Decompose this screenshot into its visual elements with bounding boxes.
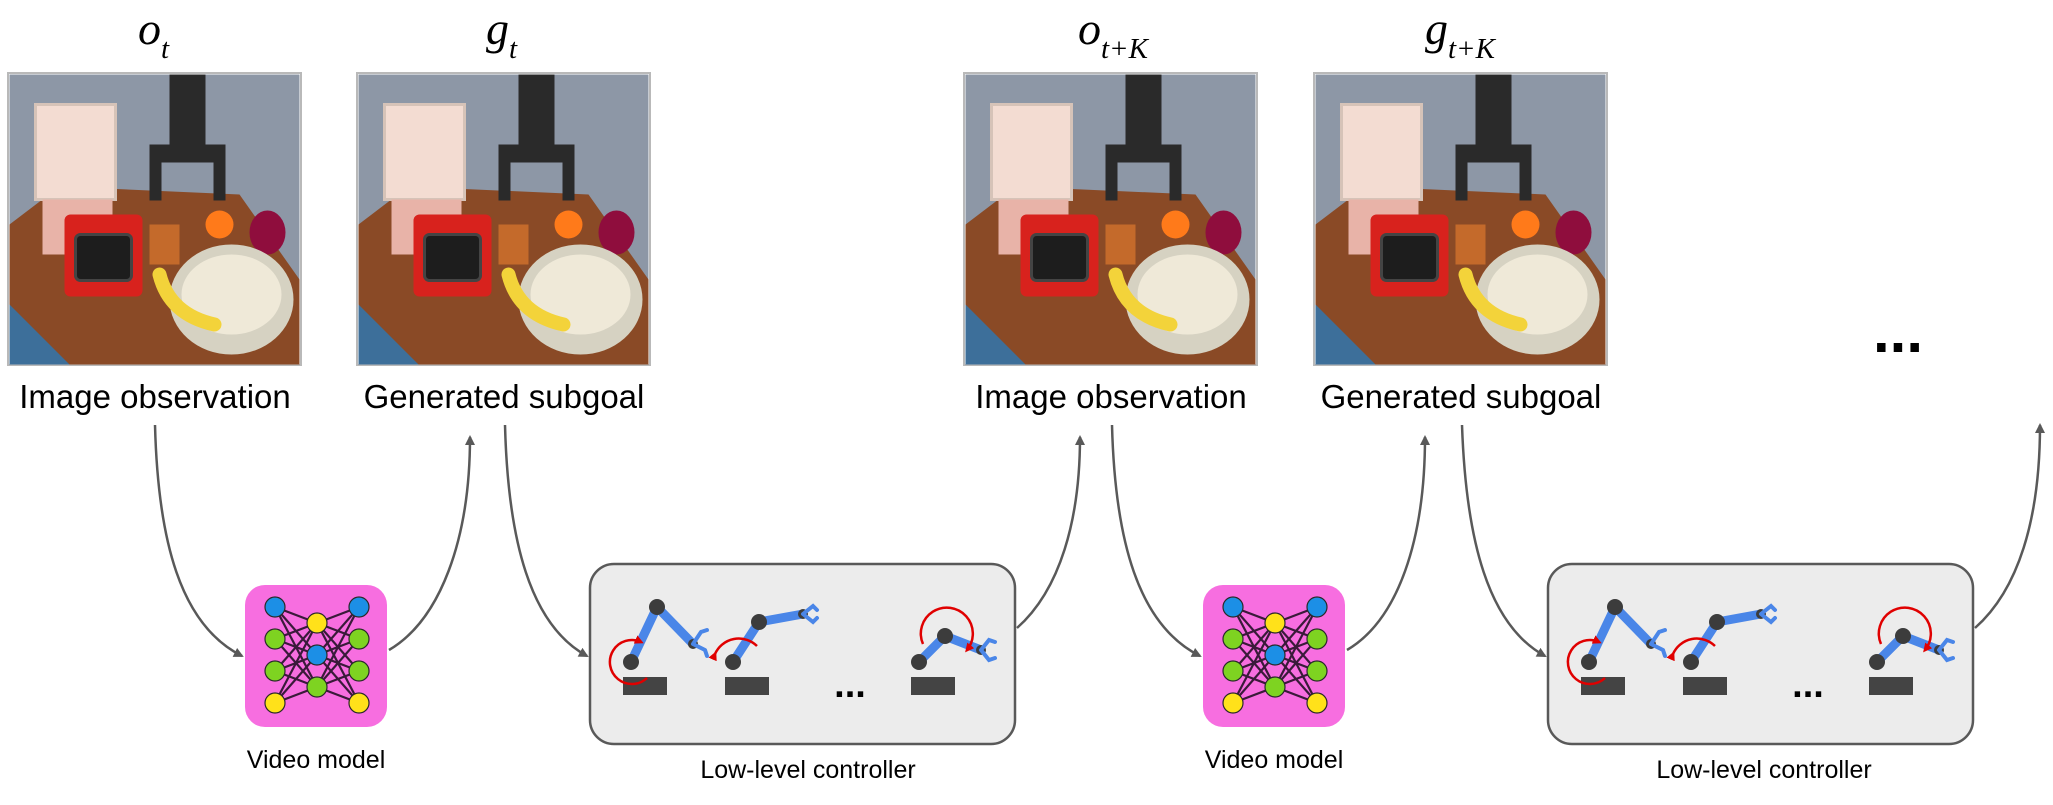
caption-frame-4: Generated subgoal xyxy=(1321,378,1602,415)
low-level-controller-label: Low-level controller xyxy=(1656,756,1871,784)
network-edge xyxy=(316,606,360,656)
symbol-frame-1: ot xyxy=(138,3,170,65)
neuron-node xyxy=(1222,692,1244,714)
neuron-node xyxy=(1222,628,1244,650)
neuron-node xyxy=(264,596,286,618)
flow-arrow xyxy=(1016,435,1085,629)
symbol-frame-3: ot+K xyxy=(1078,3,1150,65)
network-edge xyxy=(316,606,360,688)
network-edge xyxy=(1274,606,1318,656)
network-edge xyxy=(274,654,318,704)
network-edge xyxy=(1274,606,1318,688)
neuron-node xyxy=(1306,628,1328,650)
video-model-icon xyxy=(245,585,387,727)
scene-image xyxy=(966,75,1256,365)
network-edge xyxy=(274,622,318,672)
symbol-frame-2: gt xyxy=(486,3,518,65)
continuation-ellipsis: ... xyxy=(1873,298,1923,365)
neuron-node xyxy=(264,628,286,650)
video-model-label: Video model xyxy=(1205,746,1344,774)
neuron-node xyxy=(348,692,370,714)
scene-image xyxy=(10,75,300,365)
neuron-node xyxy=(1306,660,1328,682)
video-model-icon xyxy=(1203,585,1345,727)
neuron-node xyxy=(306,644,328,666)
neuron-node xyxy=(1264,676,1286,698)
scene-image xyxy=(1316,75,1606,365)
frame-subgoal-t-plus-k xyxy=(1314,73,1607,365)
neuron-node xyxy=(264,692,286,714)
symbol-frame-4: gt+K xyxy=(1425,3,1497,65)
neuron-node xyxy=(348,660,370,682)
network-edge xyxy=(1232,622,1276,704)
neuron-node xyxy=(1306,692,1328,714)
frame-observation-t-plus-k xyxy=(964,73,1257,365)
network-edge xyxy=(1232,622,1276,672)
scene-image xyxy=(359,75,649,365)
controller-ellipsis: ... xyxy=(834,664,866,706)
network-edge xyxy=(1232,654,1276,704)
neuron-node xyxy=(306,676,328,698)
neuron-node xyxy=(348,628,370,650)
flow-arrow xyxy=(1110,424,1202,658)
flow-arrow xyxy=(1460,424,1547,658)
neuron-node xyxy=(348,596,370,618)
neuron-node xyxy=(264,660,286,682)
controller-ellipsis: ... xyxy=(1792,664,1824,706)
low-level-controller-box: ... xyxy=(588,562,1017,746)
neuron-node xyxy=(306,612,328,634)
flow-arrow xyxy=(153,424,244,658)
frame-subgoal-t xyxy=(357,73,650,365)
frame-observation-t xyxy=(8,73,301,365)
caption-frame-1: Image observation xyxy=(19,378,291,415)
caption-frame-3: Image observation xyxy=(975,378,1247,415)
low-level-controller-box: ... xyxy=(1546,562,1975,746)
video-model-label: Video model xyxy=(247,746,386,774)
network-edge xyxy=(1274,638,1318,688)
low-level-controller-label: Low-level controller xyxy=(700,756,915,784)
neuron-node xyxy=(1264,644,1286,666)
caption-frame-2: Generated subgoal xyxy=(364,378,645,415)
flow-arrow xyxy=(503,424,589,658)
neuron-node xyxy=(1306,596,1328,618)
neuron-node xyxy=(1222,596,1244,618)
neuron-node xyxy=(1222,660,1244,682)
flow-arrow xyxy=(1346,435,1430,652)
flow-arrow xyxy=(388,435,475,652)
neuron-node xyxy=(1264,612,1286,634)
network-edge xyxy=(316,638,360,688)
flow-arrow xyxy=(1974,423,2045,629)
network-edge xyxy=(274,622,318,704)
